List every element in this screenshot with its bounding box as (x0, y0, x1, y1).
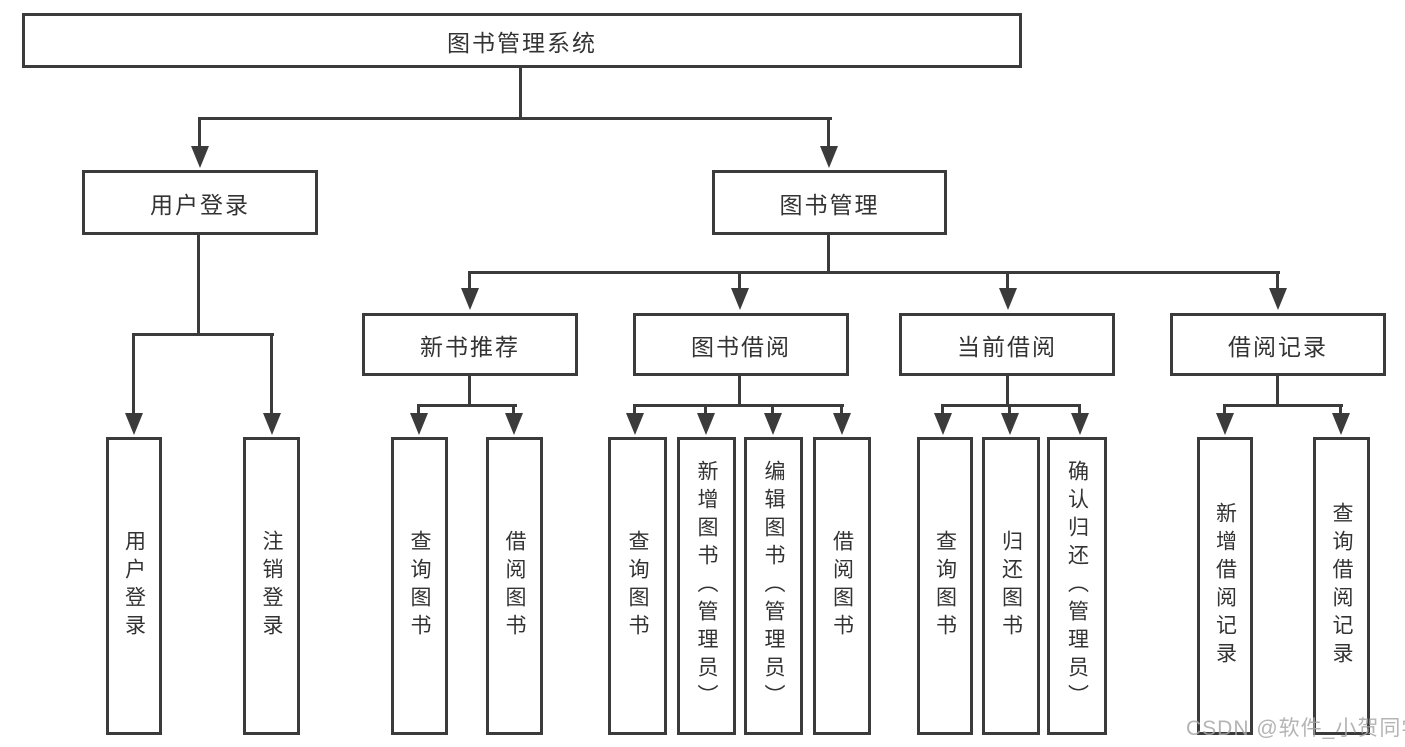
connector-to-nbr-borrow (512, 404, 515, 414)
connector-cb-split (941, 404, 1081, 407)
connector-to-cb-query (941, 404, 944, 414)
leaf-bb-query-books: 查询图书 (608, 437, 667, 735)
leaf-logout-label: 注销登录 (260, 530, 283, 642)
node-user-login-label: 用户登录 (150, 191, 250, 218)
leaf-nbr-borrow-books-label: 借阅图书 (503, 530, 526, 642)
leaf-logout: 注销登录 (243, 437, 300, 735)
connector-to-borrowing-records (1276, 271, 1279, 289)
arrowhead-down-icon (263, 413, 281, 435)
connector-root-split (198, 117, 832, 120)
connector-to-leaf-logout (270, 333, 273, 413)
arrowhead-down-icon (505, 413, 523, 435)
node-user-login: 用户登录 (82, 170, 318, 235)
arrowhead-down-icon (461, 288, 479, 310)
arrowhead-down-icon (1269, 288, 1287, 310)
leaf-br-query-record-label: 查询借阅记录 (1330, 502, 1353, 670)
node-new-book-recommend: 新书推荐 (362, 313, 578, 376)
arrowhead-down-icon (191, 146, 209, 168)
leaf-br-query-record: 查询借阅记录 (1313, 437, 1370, 735)
node-book-management: 图书管理 (712, 170, 947, 235)
connector-to-br-add (1223, 404, 1226, 414)
leaf-user-login: 用户登录 (106, 437, 162, 735)
node-root: 图书管理系统 (22, 13, 1022, 68)
connector-bb-split (633, 404, 844, 407)
connector-nbr-split (417, 404, 517, 407)
leaf-nbr-query-books: 查询图书 (391, 437, 448, 735)
connector-to-br-query (1339, 404, 1342, 414)
connector-to-cb-return (1008, 404, 1011, 414)
connector-root-stub (519, 66, 522, 119)
leaf-cb-return-books-label: 归还图书 (999, 530, 1023, 642)
connector-user-login-stub (197, 235, 200, 335)
connector-to-bb-add (704, 404, 707, 414)
connector-to-bb-borrow (840, 404, 843, 414)
leaf-br-add-record-label: 新增借阅记录 (1213, 502, 1237, 670)
leaf-nbr-borrow-books: 借阅图书 (486, 437, 543, 735)
arrowhead-down-icon (1332, 413, 1350, 435)
connector-book-management-stub (827, 235, 830, 274)
node-book-management-label: 图书管理 (779, 191, 880, 218)
connector-br-split (1223, 404, 1343, 407)
leaf-nbr-query-books-label: 查询图书 (408, 530, 431, 642)
arrowhead-down-icon (999, 288, 1017, 310)
node-borrowing-records: 借阅记录 (1170, 313, 1386, 376)
arrowhead-down-icon (1001, 413, 1019, 435)
arrowhead-down-icon (764, 413, 782, 435)
leaf-bb-add-books-admin: 新增图书（管理员） (677, 437, 736, 735)
node-new-book-recommend-label: 新书推荐 (420, 333, 520, 360)
arrowhead-down-icon (125, 413, 143, 435)
leaf-cb-confirm-return-admin: 确认归还（管理员） (1047, 437, 1107, 735)
connector-to-nbr-query (417, 404, 420, 414)
arrowhead-down-icon (697, 413, 715, 435)
connector-to-new-book-recommend (468, 271, 471, 289)
connector-nbr-stub (468, 376, 471, 407)
arrowhead-down-icon (410, 413, 428, 435)
leaf-bb-borrow-books-label: 借阅图书 (830, 530, 854, 642)
connector-to-bb-query (633, 404, 636, 414)
connector-user-login-split (132, 333, 274, 336)
connector-bb-stub (738, 376, 741, 407)
arrowhead-down-icon (934, 413, 952, 435)
csdn-watermark: CSDN @软件_小贺同学 (1186, 717, 1405, 740)
node-current-borrowing-label: 当前借阅 (957, 333, 1057, 360)
arrowhead-down-icon (731, 288, 749, 310)
leaf-cb-query-books: 查询图书 (917, 437, 973, 735)
leaf-bb-query-books-label: 查询图书 (626, 530, 649, 642)
connector-cb-stub (1006, 376, 1009, 407)
connector-to-user-login (198, 117, 201, 147)
connector-br-stub (1276, 376, 1279, 407)
connector-book-management-split (468, 271, 1280, 274)
leaf-bb-edit-books-admin-label: 编辑图书（管理员） (762, 460, 785, 712)
leaf-cb-return-books: 归还图书 (982, 437, 1040, 735)
arrowhead-down-icon (833, 413, 851, 435)
leaf-bb-edit-books-admin: 编辑图书（管理员） (744, 437, 803, 735)
connector-to-leaf-user-login (132, 333, 135, 413)
connector-to-book-borrowing (738, 271, 741, 289)
arrowhead-down-icon (1216, 413, 1234, 435)
connector-to-book-management (827, 117, 830, 147)
connector-to-current-borrowing (1006, 271, 1009, 289)
node-current-borrowing: 当前借阅 (899, 313, 1115, 376)
leaf-br-add-record: 新增借阅记录 (1197, 437, 1253, 735)
connector-to-bb-edit (771, 404, 774, 414)
leaf-cb-confirm-return-admin-label: 确认归还（管理员） (1065, 460, 1089, 712)
leaf-bb-add-books-admin-label: 新增图书（管理员） (695, 460, 718, 712)
node-root-label: 图书管理系统 (447, 29, 597, 56)
arrowhead-down-icon (1071, 413, 1089, 435)
leaf-bb-borrow-books: 借阅图书 (813, 437, 871, 735)
arrowhead-down-icon (820, 146, 838, 168)
leaf-user-login-label: 用户登录 (122, 530, 146, 642)
leaf-cb-query-books-label: 查询图书 (933, 530, 957, 642)
node-book-borrowing: 图书借阅 (633, 313, 849, 376)
node-book-borrowing-label: 图书借阅 (691, 333, 791, 360)
arrowhead-down-icon (626, 413, 644, 435)
connector-to-cb-confirm (1078, 404, 1081, 414)
node-borrowing-records-label: 借阅记录 (1228, 333, 1328, 360)
